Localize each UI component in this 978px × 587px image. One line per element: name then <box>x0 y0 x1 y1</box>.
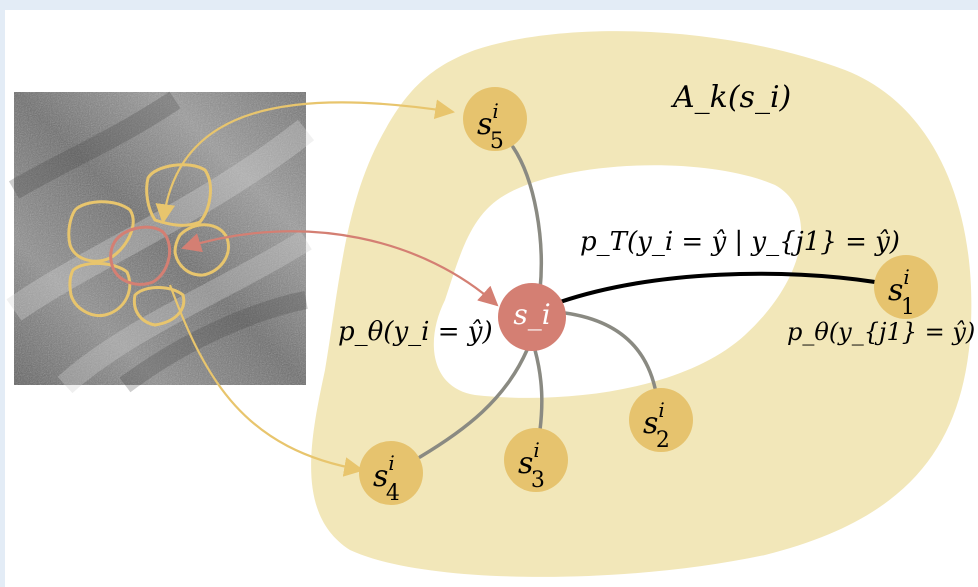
node-center-label: s_i <box>513 298 550 331</box>
region-label: A_k(s_i) <box>670 80 791 115</box>
texture-image <box>14 92 306 385</box>
edge-center-s2 <box>565 313 655 388</box>
center-unary-label: p_θ(y_i = ŷ) <box>338 317 493 347</box>
neighbor-unary-label: p_θ(y_{j1} = ŷ) <box>787 318 975 346</box>
pairwise-potential-label: p_T(y_i = ŷ | y_{j1} = ŷ) <box>580 227 900 257</box>
